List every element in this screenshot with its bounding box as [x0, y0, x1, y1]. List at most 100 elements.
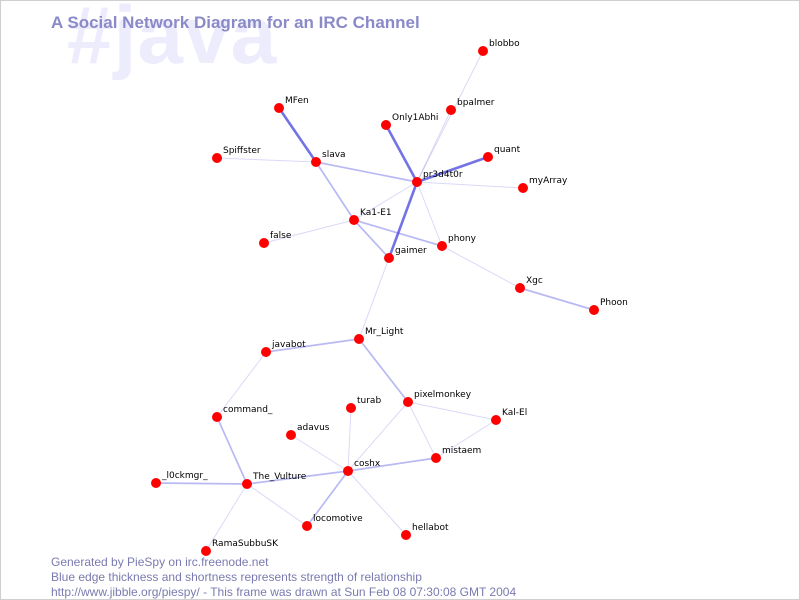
node-The_Vulture: The_Vulture [242, 472, 307, 489]
node-command_: command_ [212, 405, 273, 422]
edge-Xgc-Phoon [519, 287, 595, 311]
edge-command_-The_Vulture [216, 416, 248, 485]
node-label: blobbo [489, 39, 520, 49]
node-dot [274, 103, 284, 113]
edge-gaimer-Mr_Light [358, 257, 390, 340]
node-dot [151, 478, 161, 488]
node-label: javabot [271, 340, 306, 350]
node-dot [431, 453, 441, 463]
node-quant: quant [483, 145, 521, 162]
edge-Only1Abhi-pr3d4t0r [384, 124, 419, 183]
edge-pixelmonkey-Kal-El [407, 401, 497, 421]
node-dot [518, 183, 528, 193]
node-label: Kal-El [502, 408, 527, 418]
node-blobbo: blobbo [478, 39, 520, 56]
node-Mr_Light: Mr_Light [354, 327, 404, 344]
edge-quant-pr3d4t0r [416, 155, 489, 184]
node-dot [343, 466, 353, 476]
node-label: hellabot [412, 523, 449, 533]
node-label: The_Vulture [252, 472, 307, 482]
node-label: Ka1-E1 [360, 208, 392, 218]
node-gaimer: gaimer [384, 246, 427, 263]
node-bpalmer: bpalmer [446, 98, 495, 115]
node-dot [212, 153, 222, 163]
node-dot [349, 215, 359, 225]
node-dot [401, 530, 411, 540]
node-label: Only1Abhi [392, 113, 438, 123]
node-dot [311, 157, 321, 167]
node-Kal-El: Kal-El [491, 408, 527, 425]
edge-coshx-turab [347, 407, 352, 472]
node-dot [201, 546, 211, 556]
edge-coshx-locomotive [306, 470, 349, 527]
edge-Spiffster-slava [216, 157, 317, 163]
footer-link: http://www.jibble.org/piespy/ - This fra… [51, 585, 517, 599]
node-dot [589, 305, 599, 315]
node-label: pixelmonkey [414, 390, 472, 400]
node-dot [515, 283, 525, 293]
node-dot [446, 105, 456, 115]
edge-coshx-mistaem [347, 457, 437, 472]
edge-The_Vulture-coshx [246, 470, 349, 485]
edge-Ka1-E1-pr3d4t0r [353, 181, 418, 221]
edge-MFen-slava [277, 107, 318, 163]
footer-generated: Generated by PieSpy on irc.freenode.net [51, 555, 269, 569]
node-dot [384, 253, 394, 263]
node-dot [403, 397, 413, 407]
node-myArray: myArray [518, 176, 568, 193]
edge-slava-Ka1-E1 [315, 161, 355, 221]
edge-Mr_Light-pixelmonkey [358, 338, 409, 403]
edge-myArray-pr3d4t0r [416, 181, 524, 189]
edge-phony-pr3d4t0r [416, 181, 443, 247]
edge-Ka1-E1-gaimer [353, 219, 390, 259]
edge-RamaSubbuSK-The_Vulture [205, 483, 248, 552]
edge-coshx-adavus [290, 434, 349, 472]
edge-pixelmonkey-mistaem [407, 401, 437, 459]
node-dot [354, 334, 364, 344]
node-label: bpalmer [457, 98, 495, 108]
edge-blobbo-pr3d4t0r [416, 50, 484, 183]
node-pixelmonkey: pixelmonkey [403, 390, 472, 407]
node-Xgc: Xgc [515, 276, 543, 293]
node-label: adavus [297, 423, 330, 433]
node-MFen: MFen [274, 96, 309, 113]
node-Only1Abhi: Only1Abhi [381, 113, 438, 130]
node-label: turab [357, 396, 381, 406]
node-phony: phony [437, 234, 477, 251]
node-false: false [259, 231, 292, 248]
node-label: false [270, 231, 292, 241]
node-javabot: javabot [261, 340, 306, 357]
edge-mistaem-Kal-El [435, 419, 497, 459]
node-label: quant [494, 145, 521, 155]
footer-legend: Blue edge thickness and shortness repres… [51, 570, 422, 584]
node-label: gaimer [395, 246, 427, 256]
node-label: myArray [529, 176, 568, 186]
node-dot [478, 46, 488, 56]
node-dot [491, 415, 501, 425]
node-dot [259, 238, 269, 248]
node-label: slava [322, 150, 346, 160]
node-dot [346, 403, 356, 413]
edge-javabot-command_ [216, 351, 267, 418]
channel-watermark: #java [67, 0, 278, 81]
node-label: pr3d4t0r [423, 170, 463, 180]
node-label: locomotive [313, 514, 363, 524]
node-_l0ckmgr_: _l0ckmgr_ [151, 471, 208, 488]
node-label: mistaem [442, 446, 481, 456]
node-label: Spiffster [223, 146, 261, 156]
edge-bpalmer-pr3d4t0r [416, 109, 452, 183]
edge-gaimer-pr3d4t0r [387, 181, 419, 259]
node-Phoon: Phoon [589, 298, 628, 315]
edge-coshx-hellabot [347, 470, 407, 536]
node-dot [286, 430, 296, 440]
edge-_l0ckmgr_-The_Vulture [155, 482, 248, 485]
edge-Mr_Light-javabot [265, 338, 360, 353]
node-dot [302, 521, 312, 531]
edge-slava-pr3d4t0r [315, 161, 418, 183]
diagram-title: A Social Network Diagram for an IRC Chan… [51, 13, 420, 32]
node-dot [212, 412, 222, 422]
edge-layer [155, 50, 595, 552]
